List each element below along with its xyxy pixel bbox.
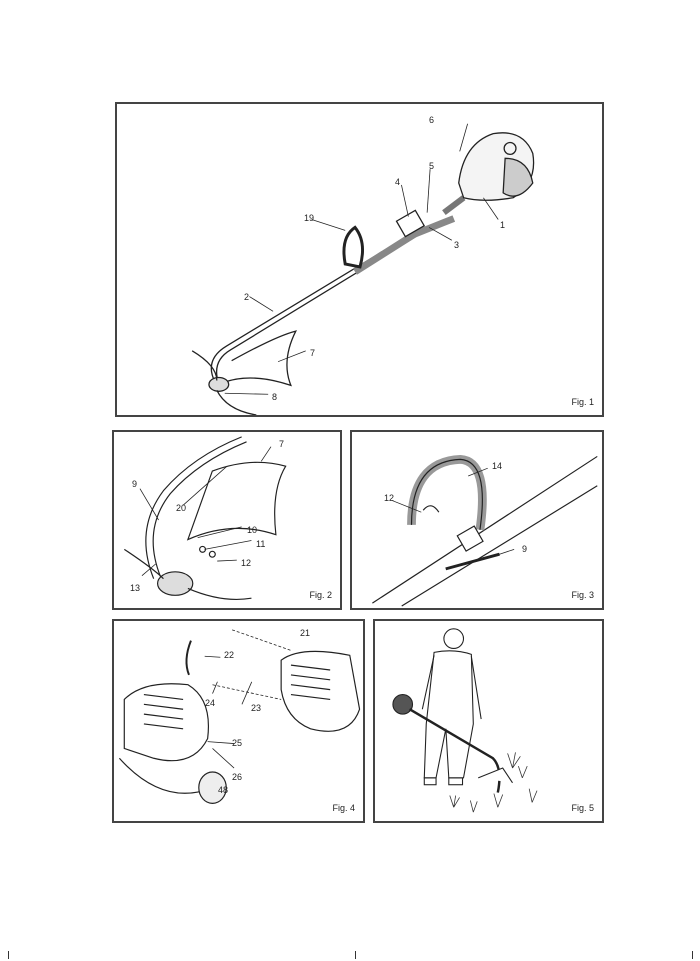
figure-caption: Fig. 1: [571, 397, 594, 407]
callout-19: 19: [304, 213, 315, 223]
guard-assembly-illustration: [124, 436, 287, 601]
figure-caption: Fig. 2: [309, 590, 332, 600]
callout-9: 9: [522, 544, 528, 554]
figure-caption: Fig. 3: [571, 590, 594, 600]
callout-10: 10: [247, 525, 258, 535]
callout-5: 5: [429, 161, 435, 171]
callout-48: 48: [218, 785, 229, 795]
crop-mark: [692, 951, 693, 959]
callout-14: 14: [492, 461, 503, 471]
callout-11: 11: [256, 539, 266, 549]
handle-assembly-illustration: [372, 454, 598, 607]
figure-3: 14 12 9 Fig. 3: [350, 430, 604, 610]
figure-4: 21 22 24 23 25 26 48 Fig. 4: [112, 619, 365, 823]
callout-1: 1: [500, 220, 506, 230]
callout-21: 21: [300, 628, 311, 638]
figure-5: Fig. 5: [373, 619, 604, 823]
callout-24: 24: [205, 698, 216, 708]
callout-23: 23: [251, 703, 262, 713]
operator-using-trimmer-illustration: [392, 628, 538, 813]
callout-4: 4: [395, 177, 401, 187]
callout-7: 7: [310, 348, 316, 358]
callout-6: 6: [429, 115, 435, 125]
callout-8: 8: [272, 392, 278, 402]
callout-25: 25: [232, 738, 243, 748]
callout-22: 22: [224, 650, 235, 660]
crop-mark: [8, 951, 9, 959]
callout-3: 3: [454, 240, 460, 250]
callout-12: 12: [241, 558, 252, 568]
figure-caption: Fig. 5: [571, 803, 594, 813]
trimmer-overview-illustration: [191, 123, 535, 415]
figure-caption: Fig. 4: [332, 803, 355, 813]
callout-7: 7: [279, 439, 285, 449]
engine-cover-assembly-illustration: [118, 629, 361, 804]
callout-20: 20: [176, 503, 187, 513]
figure-2: 7 9 20 10 11 12 13 Fig. 2: [112, 430, 342, 610]
callout-13: 13: [130, 583, 141, 593]
figure-1: 6 5 4 19 1 3 2 7 8 Fig. 1: [115, 102, 604, 417]
crop-mark: [355, 951, 356, 959]
callout-9: 9: [132, 479, 138, 489]
callout-12: 12: [384, 493, 395, 503]
callout-2: 2: [244, 292, 250, 302]
callout-26: 26: [232, 772, 243, 782]
